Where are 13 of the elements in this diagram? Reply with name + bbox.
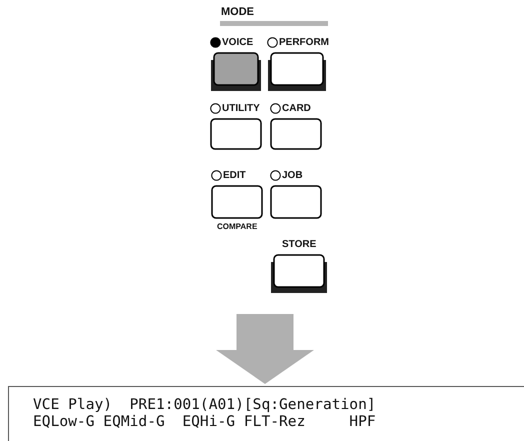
lcd-display bbox=[8, 386, 524, 441]
button-label: PERFORM bbox=[279, 36, 329, 48]
button-label: JOB bbox=[282, 170, 303, 182]
display-text: VCE Play) PRE1:001(A01)[Sq:Generation] bbox=[33, 396, 377, 413]
section-heading: MODE bbox=[221, 6, 254, 18]
button-label: UTILITY bbox=[222, 102, 260, 114]
button-label: STORE bbox=[282, 238, 316, 250]
display-text: EQLow-G EQMid-G EQHi-G FLT-Rez HPF bbox=[33, 413, 377, 430]
button-label: VOICE bbox=[222, 36, 254, 48]
button-label: EDIT bbox=[223, 170, 246, 182]
button-caption: COMPARE bbox=[217, 221, 258, 233]
button-label: CARD bbox=[282, 102, 311, 114]
arrow bbox=[216, 314, 314, 384]
